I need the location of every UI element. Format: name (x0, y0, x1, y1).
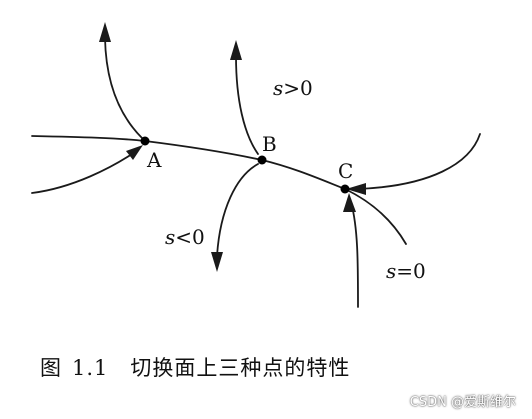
arrowhead-a-out-icon (99, 22, 111, 42)
trajectory-b-up (235, 55, 259, 155)
trajectory-c-from-right (357, 133, 481, 190)
label-a: A (146, 148, 162, 172)
point-c (340, 184, 350, 194)
caption-text: 切换面上三种点的特性 (130, 356, 351, 380)
arrowhead-a-in-icon (126, 145, 143, 160)
label-s-positive: s>0 (273, 76, 313, 100)
trajectory-a-incoming (31, 149, 139, 194)
arrowhead-b-down-icon (211, 252, 223, 272)
trajectory-a-outgoing (104, 37, 143, 139)
label-b: B (262, 132, 277, 156)
trajectory-c-from-below (350, 201, 359, 308)
arrowhead-c-right-icon (346, 183, 366, 195)
point-b (257, 155, 267, 165)
label-c: C (338, 159, 353, 183)
arrowhead-b-up-icon (230, 40, 242, 60)
watermark: CSDN @爱斯维尔 (409, 395, 516, 410)
caption-prefix: 图 (40, 356, 62, 380)
figure-caption: 图 1.1 切换面上三种点的特性 (40, 352, 350, 382)
label-s-negative: s<0 (165, 225, 205, 249)
arrowhead-c-below-icon (343, 193, 356, 212)
trajectory-b-down (216, 163, 259, 257)
caption-number: 1.1 (72, 356, 109, 380)
label-s-zero: s=0 (386, 259, 426, 283)
point-a (140, 136, 150, 146)
